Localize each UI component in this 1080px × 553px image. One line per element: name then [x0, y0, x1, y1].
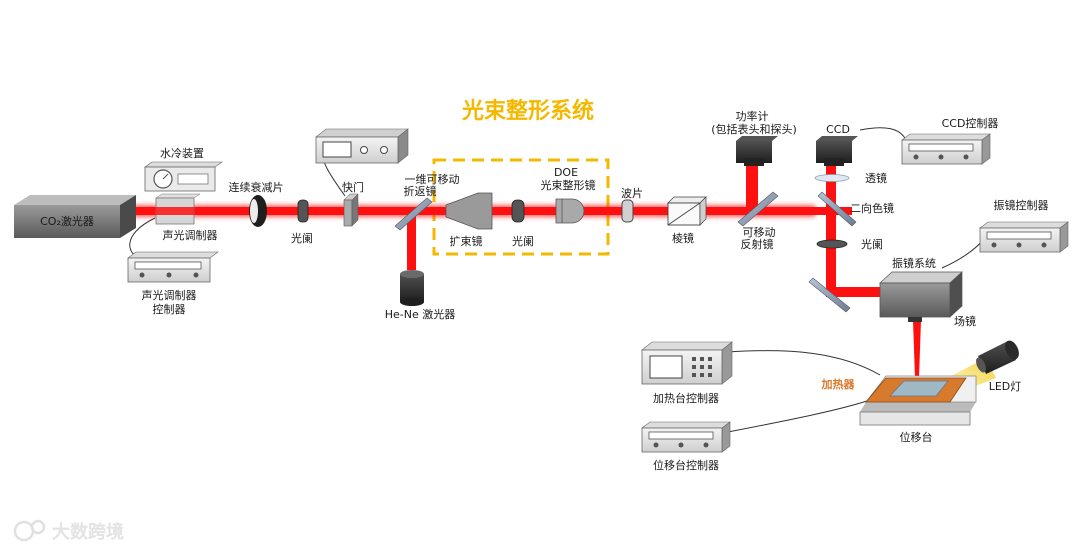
- doe-label-2: 光束整形镜: [541, 178, 596, 192]
- cable-galvo: [941, 237, 986, 269]
- led-label: LED灯: [989, 380, 1022, 393]
- galvo-controller: [979, 221, 1069, 253]
- movable-mirror-label-2: 反射镜: [741, 237, 774, 251]
- galvo-system-label: 振镜系统: [892, 256, 936, 270]
- heater-controller-label: 加热台控制器: [653, 391, 719, 405]
- ao-controller: [127, 251, 219, 283]
- ccd-controller-label: CCD控制器: [942, 116, 999, 130]
- hene-laser-label: He-Ne 激光器: [385, 307, 456, 321]
- hene-beam: [407, 215, 416, 270]
- dichroic-mirror: [817, 191, 857, 227]
- heater-controller: [641, 341, 733, 385]
- ccd-label: CCD: [826, 123, 850, 136]
- lens: [814, 174, 850, 182]
- attenuator-label: 连续衰减片: [229, 180, 284, 194]
- co2-laser-label: CO₂激光器: [40, 214, 94, 228]
- cable-heater: [727, 350, 881, 376]
- ccd-camera: [816, 136, 858, 166]
- aperture-3: [816, 239, 848, 249]
- power-meter-label-1: 功率计: [736, 109, 769, 123]
- ao-modulator: [155, 193, 201, 225]
- beam-expander-label: 扩束镜: [450, 234, 483, 248]
- stage-controller: [641, 421, 731, 453]
- ao-controller-label-2: 控制器: [153, 302, 186, 316]
- galvo-controller-label: 振镜控制器: [994, 198, 1049, 212]
- aperture-2: [511, 199, 525, 223]
- flip-mirror: [394, 197, 433, 231]
- doe-element: [555, 198, 585, 224]
- field-lens-label: 场镜: [954, 314, 976, 328]
- power-meter: [736, 136, 778, 166]
- flip-mirror-label-1: 一维可移动: [405, 173, 460, 186]
- lens-label: 透镜: [865, 171, 887, 185]
- cable-ccd: [859, 127, 907, 141]
- sample: [889, 380, 949, 397]
- prism-label: 棱镜: [672, 231, 694, 245]
- aperture-3-label: 光阑: [861, 237, 883, 251]
- water-cooling-unit: [144, 161, 223, 192]
- aperture-1-label: 光阑: [291, 231, 313, 245]
- aperture-2-label: 光阑: [512, 234, 534, 248]
- co2-laser: CO₂激光器: [14, 195, 136, 238]
- shutter-controller: [315, 128, 409, 164]
- translation-stage: [859, 375, 977, 426]
- hene-laser: [400, 270, 424, 306]
- stage-controller-label: 位移台控制器: [653, 458, 719, 472]
- movable-mirror: [737, 191, 779, 227]
- vertical-beam: [826, 165, 836, 295]
- watermark-logo-icon: [13, 520, 35, 542]
- aperture-1: [297, 199, 309, 223]
- ao-controller-label-1: 声光调制器: [142, 288, 197, 302]
- movable-mirror-label-1: 可移动: [743, 226, 776, 239]
- heater-label: 加热器: [821, 377, 856, 391]
- ao-modulator-label: 声光调制器: [163, 228, 218, 242]
- led-lamp: [976, 340, 1019, 374]
- stage-label: 位移台: [900, 430, 933, 444]
- watermark: 大数跨境: [13, 519, 124, 543]
- prism: [667, 196, 707, 226]
- power-meter-beam: [746, 165, 758, 211]
- power-meter-label-2: (包括表头和探头): [711, 122, 797, 136]
- diagram-title: 光束整形系统: [461, 98, 594, 124]
- waveplate-label: 波片: [621, 187, 643, 200]
- fold-mirror: [808, 277, 851, 313]
- ccd-controller: [901, 133, 991, 165]
- cable-stage: [727, 399, 871, 433]
- water-cooling-label: 水冷装置: [160, 147, 204, 160]
- laser-beams: [125, 165, 921, 378]
- beam-expander: [445, 192, 493, 230]
- shutter: [343, 193, 359, 227]
- doe-label-1: DOE: [554, 166, 578, 179]
- watermark-text: 大数跨境: [52, 521, 124, 543]
- dichroic-label: 二向色镜: [850, 201, 894, 215]
- focused-beam: [913, 320, 921, 378]
- shutter-label: 快门: [342, 180, 364, 194]
- waveplate: [621, 199, 634, 223]
- galvo-system: [879, 271, 963, 322]
- flip-mirror-label-2: 折返镜: [404, 184, 437, 198]
